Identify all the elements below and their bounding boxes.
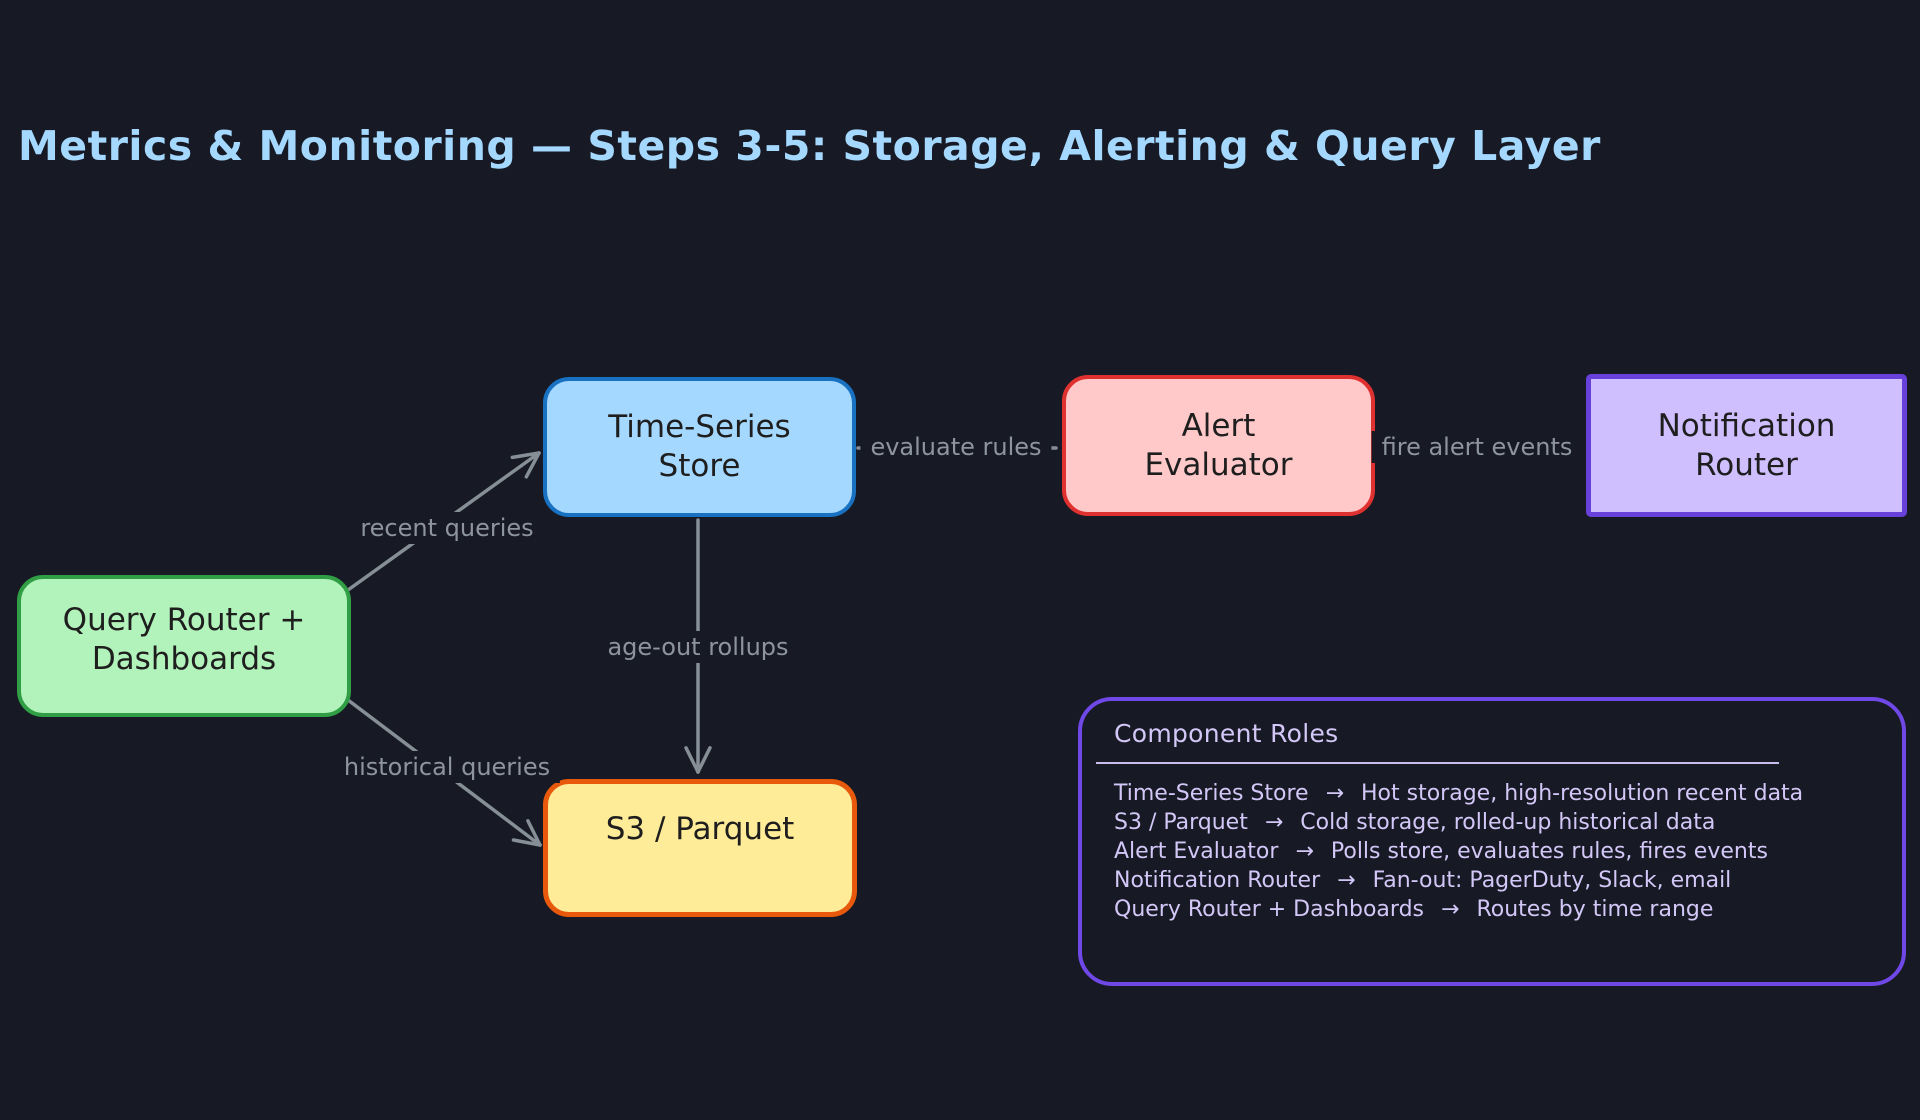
- arrowhead-icon: [510, 451, 541, 460]
- edge-label-fire-alert-events[interactable]: fire alert events: [1371, 431, 1583, 463]
- legend-row-name: Alert Evaluator: [1114, 839, 1279, 864]
- legend-row-desc: Hot storage, high-resolution recent data: [1361, 781, 1804, 806]
- edge-label-recent-queries[interactable]: recent queries: [350, 512, 544, 544]
- legend-row-arrow: →: [1441, 897, 1460, 922]
- node-s3-parquet[interactable]: S3 / Parquet: [543, 779, 857, 917]
- arrowhead-icon: [526, 819, 542, 847]
- legend-divider: [1096, 762, 1779, 764]
- legend-row-desc: Routes by time range: [1476, 897, 1714, 922]
- arrowhead-icon: [524, 451, 541, 479]
- legend-row: S3 / Parquet → Cold storage, rolled-up h…: [1114, 808, 1870, 837]
- legend-row: Time-Series Store → Hot storage, high-re…: [1114, 779, 1870, 808]
- node-query-router-dashboards[interactable]: Query Router + Dashboards: [17, 575, 351, 717]
- legend-row-desc: Fan-out: PagerDuty, Slack, email: [1372, 868, 1732, 893]
- legend-row-desc: Polls store, evaluates rules, fires even…: [1330, 839, 1768, 864]
- node-label: Time-Series Store: [608, 409, 791, 484]
- node-notification-router[interactable]: Notification Router: [1586, 374, 1907, 517]
- legend-row-name: S3 / Parquet: [1114, 810, 1248, 835]
- edge-label-age-out-rollups[interactable]: age-out rollups: [597, 631, 799, 663]
- legend-row-name: Query Router + Dashboards: [1114, 897, 1424, 922]
- edge-label-evaluate-rules[interactable]: evaluate rules: [860, 431, 1052, 463]
- node-label: S3 / Parquet: [605, 811, 795, 847]
- legend-row-arrow: →: [1325, 781, 1345, 806]
- legend-row-arrow: →: [1295, 839, 1314, 864]
- legend-row-desc: Cold storage, rolled-up historical data: [1300, 810, 1716, 835]
- node-label: Alert Evaluator: [1144, 407, 1293, 483]
- legend-row-name: Notification Router: [1114, 868, 1321, 893]
- arrowhead-icon: [684, 746, 700, 774]
- node-label: Query Router + Dashboards: [62, 602, 306, 677]
- node-time-series-store[interactable]: Time-Series Store: [543, 377, 856, 517]
- legend-row-arrow: →: [1264, 810, 1284, 835]
- legend-row: Notification Router → Fan-out: PagerDuty…: [1114, 866, 1870, 895]
- diagram-title: Metrics & Monitoring — Steps 3-5: Storag…: [18, 122, 1601, 170]
- legend-box[interactable]: Component Roles Time-Series Store → Hot …: [1078, 697, 1906, 986]
- node-alert-evaluator[interactable]: Alert Evaluator: [1062, 375, 1375, 516]
- legend-row-arrow: →: [1337, 868, 1356, 893]
- legend-title: Component Roles: [1114, 719, 1339, 748]
- edge-label-historical-queries[interactable]: historical queries: [333, 751, 561, 783]
- legend-row-name: Time-Series Store: [1114, 781, 1309, 806]
- legend-row: Alert Evaluator → Polls store, evaluates…: [1114, 837, 1870, 866]
- node-label: Notification Router: [1657, 407, 1836, 483]
- arrowhead-icon: [511, 838, 542, 847]
- legend-row: Query Router + Dashboards → Routes by ti…: [1114, 895, 1870, 924]
- arrowhead-icon: [696, 746, 712, 774]
- legend-rows: Time-Series Store → Hot storage, high-re…: [1114, 779, 1870, 924]
